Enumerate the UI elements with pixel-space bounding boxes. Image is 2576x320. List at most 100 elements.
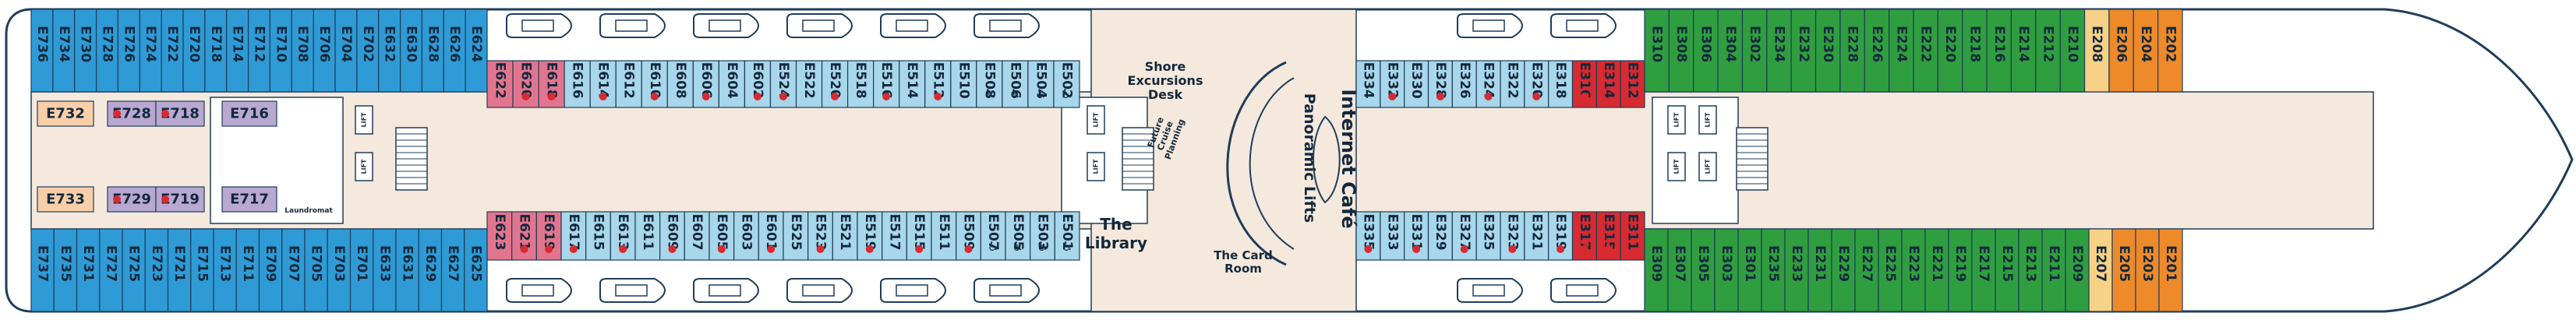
cabin-E714[interactable]: E714 [226, 9, 249, 93]
cabin-E331[interactable]: E331 [1404, 211, 1429, 261]
cabin-E515[interactable]: E515 [906, 211, 932, 261]
cabin-E718[interactable]: E718 [204, 9, 228, 93]
cabin-E222[interactable]: E222 [1913, 9, 1938, 93]
cabin-E708[interactable]: E708 [291, 9, 314, 93]
cabin-E230[interactable]: E230 [1815, 9, 1841, 93]
cabin-E627[interactable]: E627 [440, 228, 465, 312]
cabin-E501[interactable]: E501♿ [1054, 211, 1080, 261]
cabin-E618[interactable]: E618 [538, 60, 565, 108]
cabin-E621[interactable]: E621 [511, 211, 537, 261]
cabin-E224[interactable]: E224 [1889, 9, 1914, 93]
cabin-E214[interactable]: E214 [2010, 9, 2037, 93]
cabin-E315[interactable]: E315 [1595, 211, 1621, 261]
cabin-E704[interactable]: E704 [334, 9, 358, 93]
cabin-E633[interactable]: E633 [373, 228, 397, 312]
cabin-E606[interactable]: E606 [692, 60, 719, 108]
cabin-E217[interactable]: E217 [1971, 228, 1996, 312]
cabin-E508[interactable]: E508♿ [976, 60, 1003, 108]
cabin-E701[interactable]: E701 [349, 228, 374, 312]
cabin-E525[interactable]: E525 [783, 211, 809, 261]
cabin-E234[interactable]: E234 [1766, 9, 1792, 93]
cabin-E510[interactable]: E510 [950, 60, 977, 108]
cabin-E202[interactable]: E202 [2157, 9, 2183, 93]
cabin-E732[interactable]: E732 [37, 100, 94, 127]
cabin-E623[interactable]: E623 [486, 211, 513, 261]
cabin-E728[interactable]: E728 [107, 100, 157, 127]
cabin-E603[interactable]: E603 [733, 211, 759, 261]
cabin-E323[interactable]: E323 [1500, 211, 1525, 261]
cabin-E312[interactable]: E312 [1620, 60, 1645, 108]
cabin-E518[interactable]: E518 [847, 60, 875, 108]
cabin-E703[interactable]: E703 [327, 228, 352, 312]
cabin-E522[interactable]: E522 [795, 60, 823, 108]
cabin-E329[interactable]: E329 [1427, 211, 1453, 261]
cabin-E705[interactable]: E705 [304, 228, 328, 312]
cabin-E612[interactable]: E612 [615, 60, 642, 108]
cabin-E730[interactable]: E730 [74, 9, 97, 93]
cabin-E207[interactable]: E207 [2088, 228, 2113, 312]
cabin-E231[interactable]: E231 [1807, 228, 1832, 312]
cabin-E734[interactable]: E734 [52, 9, 76, 93]
cabin-E221[interactable]: E221 [1924, 228, 1949, 312]
cabin-E316[interactable]: E316 [1571, 60, 1597, 108]
cabin-E521[interactable]: E521 [832, 211, 858, 261]
cabin-E310[interactable]: E310 [1644, 9, 1670, 93]
cabin-E723[interactable]: E723 [144, 228, 169, 312]
cabin-E504[interactable]: E504♿ [1027, 60, 1055, 108]
cabin-E602[interactable]: E602 [744, 60, 772, 108]
cabin-E309[interactable]: E309 [1644, 228, 1669, 312]
cabin-E514[interactable]: E514 [899, 60, 926, 108]
cabin-E715[interactable]: E715 [190, 228, 214, 312]
cabin-E632[interactable]: E632 [378, 9, 401, 93]
cabin-E235[interactable]: E235 [1761, 228, 1786, 312]
cabin-E735[interactable]: E735 [53, 228, 78, 312]
cabin-E713[interactable]: E713 [213, 228, 237, 312]
cabin-E605[interactable]: E605 [708, 211, 735, 261]
cabin-E721[interactable]: E721 [167, 228, 192, 312]
cabin-E335[interactable]: E335 [1355, 211, 1381, 261]
cabin-E325[interactable]: E325 [1475, 211, 1501, 261]
cabin-E629[interactable]: E629 [418, 228, 443, 312]
cabin-E330[interactable]: E330 [1404, 60, 1429, 108]
cabin-E318[interactable]: E318 [1548, 60, 1574, 108]
cabin-E216[interactable]: E216 [1986, 9, 2012, 93]
cabin-E517[interactable]: E517 [882, 211, 907, 261]
cabin-E523[interactable]: E523 [807, 211, 833, 261]
cabin-E614[interactable]: E614 [589, 60, 617, 108]
cabin-E524[interactable]: E524 [769, 60, 797, 108]
cabin-E507[interactable]: E507♿ [980, 211, 1006, 261]
cabin-E320[interactable]: E320 [1524, 60, 1549, 108]
cabin-E516[interactable]: E516 [873, 60, 900, 108]
cabin-E209[interactable]: E209 [2065, 228, 2090, 312]
cabin-E218[interactable]: E218 [1962, 9, 1988, 93]
cabin-E716[interactable]: E716 [221, 100, 277, 127]
cabin-E223[interactable]: E223 [1901, 228, 1926, 312]
cabin-E710[interactable]: E710 [269, 9, 292, 93]
cabin-E204[interactable]: E204 [2133, 9, 2159, 93]
cabin-E611[interactable]: E611 [634, 211, 661, 261]
cabin-E326[interactable]: E326 [1451, 60, 1477, 108]
cabin-E631[interactable]: E631 [395, 228, 419, 312]
cabin-E729[interactable]: E729 [107, 186, 157, 213]
cabin-E307[interactable]: E307 [1667, 228, 1692, 312]
cabin-E220[interactable]: E220 [1937, 9, 1963, 93]
cabin-E718[interactable]: E718 [155, 100, 205, 127]
cabin-E737[interactable]: E737 [30, 228, 55, 312]
cabin-E201[interactable]: E201 [2158, 228, 2183, 312]
cabin-E728[interactable]: E728 [95, 9, 119, 93]
cabin-E505[interactable]: E505♿ [1005, 211, 1031, 261]
cabin-E616[interactable]: E616 [564, 60, 591, 108]
cabin-E304[interactable]: E304 [1717, 9, 1744, 93]
cabin-E232[interactable]: E232 [1790, 9, 1817, 93]
cabin-E327[interactable]: E327 [1451, 211, 1477, 261]
cabin-E615[interactable]: E615 [585, 211, 611, 261]
cabin-E726[interactable]: E726 [117, 9, 140, 93]
cabin-E211[interactable]: E211 [2041, 228, 2066, 312]
cabin-E610[interactable]: E610 [641, 60, 668, 108]
cabin-E722[interactable]: E722 [161, 9, 184, 93]
cabin-E617[interactable]: E617 [560, 211, 587, 261]
cabin-E319[interactable]: E319 [1548, 211, 1574, 261]
cabin-E225[interactable]: E225 [1878, 228, 1903, 312]
cabin-E314[interactable]: E314 [1595, 60, 1621, 108]
cabin-E724[interactable]: E724 [139, 9, 162, 93]
